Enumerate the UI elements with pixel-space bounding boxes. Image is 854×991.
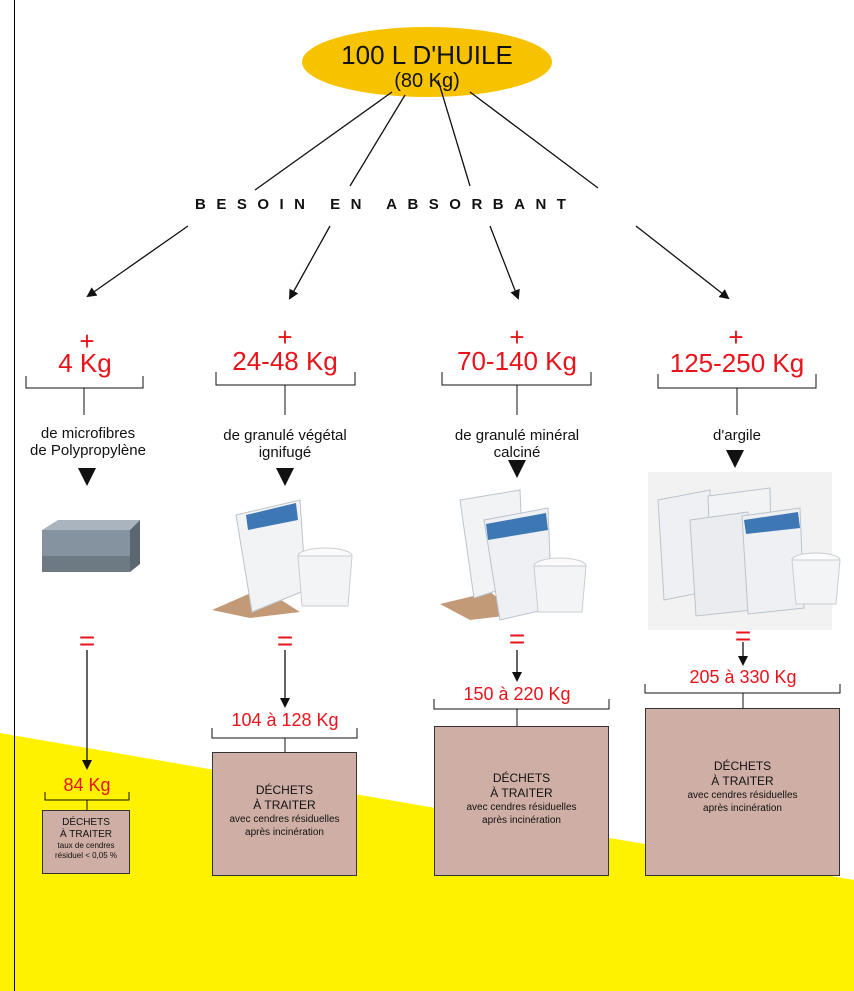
- box-title1: DÉCHETS: [713, 759, 772, 773]
- desc-col3-line1: de granulé minéral: [454, 427, 580, 444]
- equals-col1: =: [78, 625, 96, 656]
- waste-box-col2: DÉCHETS À TRAITER avec cendres résiduell…: [212, 752, 357, 876]
- left-border: [14, 0, 15, 991]
- desc-col2-line1: de granulé végétal: [223, 427, 347, 444]
- bracket-col2: [215, 372, 356, 415]
- arrow-col4: [635, 225, 730, 300]
- result-col3: 150 à 220 Kg: [463, 684, 571, 704]
- absorbent-bag-bucket-image: [212, 499, 353, 618]
- absorbent-bags-bucket-image: [440, 489, 587, 621]
- desc-col3-line2: calciné: [493, 444, 541, 461]
- amount-col2: 24-48 Kg: [232, 346, 338, 376]
- down-arrow-col3: [508, 460, 526, 478]
- box-title1: DÉCHETS: [62, 817, 110, 828]
- desc-col3: de granulé minéral calciné: [432, 427, 602, 461]
- title-ellipse: [302, 27, 552, 97]
- plus-col2: +: [277, 322, 293, 352]
- bracket-col1: [25, 376, 144, 415]
- title-line2: (80 Kg): [394, 70, 460, 92]
- waste-box-col1: DÉCHETS À TRAITER taux de cendres résidu…: [42, 810, 130, 874]
- down-arrow-col4: [726, 450, 744, 468]
- desc-col1-line1: de microfibres: [40, 425, 136, 442]
- bracket-col3: [441, 372, 592, 415]
- box-title2: À TRAITER: [253, 798, 316, 812]
- waste-box-col3: DÉCHETS À TRAITER avec cendres résiduell…: [434, 726, 609, 876]
- result-col4: 205 à 330 Kg: [689, 667, 797, 687]
- result-col2: 104 à 128 Kg: [231, 710, 339, 730]
- desc-col4: d'argile: [652, 427, 822, 444]
- plus-col4: +: [728, 322, 744, 352]
- bracket-col4: [657, 374, 817, 415]
- equals-col4: =: [734, 620, 752, 651]
- box-sub1: taux de cendres: [57, 841, 115, 850]
- box-sub2: après incinération: [703, 803, 782, 814]
- box-title2: À TRAITER: [711, 774, 774, 788]
- desc-col2-line2: ignifugé: [258, 444, 312, 461]
- box-title1: DÉCHETS: [255, 783, 314, 797]
- desc-col1: de microfibres de Polypropylène: [10, 425, 166, 459]
- amount-col4: 125-250 Kg: [669, 348, 805, 378]
- arrow-col2: [289, 225, 331, 300]
- box-title2: À TRAITER: [59, 829, 113, 840]
- box-sub1: avec cendres résiduelles: [229, 814, 340, 825]
- box-sub2: résiduel < 0,05 %: [54, 851, 118, 860]
- box-title1: DÉCHETS: [492, 771, 551, 785]
- title-line1: 100 L D'HUILE: [341, 40, 513, 70]
- box-sub1: avec cendres résiduelles: [466, 802, 577, 813]
- clay-bags-bucket-image: [648, 472, 841, 630]
- desc-col2: de granulé végétal ignifugé: [200, 427, 370, 461]
- arrow-col1: [86, 225, 189, 298]
- waste-box-col4: DÉCHETS À TRAITER avec cendres résiduell…: [645, 708, 840, 876]
- box-sub2: après incinération: [482, 815, 561, 826]
- box-sub2: après incinération: [245, 827, 324, 838]
- title: 100 L D'HUILE (80 Kg): [300, 28, 554, 100]
- amount-col3: 70-140 Kg: [457, 346, 577, 376]
- equals-col2: =: [276, 625, 294, 656]
- need-label: BESOIN EN ABSORBANT: [195, 196, 577, 213]
- plus-col3: +: [509, 322, 525, 352]
- plus-col1: +: [79, 326, 95, 356]
- down-arrow-col2: [276, 468, 294, 486]
- box-title2: À TRAITER: [490, 786, 553, 800]
- desc-col1-line2: de Polypropylène: [30, 442, 146, 459]
- down-arrow-col1: [78, 468, 96, 486]
- equals-col3: =: [508, 623, 526, 654]
- result-col1: 84 Kg: [63, 775, 111, 795]
- desc-col4-line1: d'argile: [713, 427, 761, 444]
- microfibre-pads-image: [42, 520, 140, 572]
- amount-col1: 4 Kg: [58, 348, 112, 378]
- arrow-col3: [489, 225, 520, 300]
- box-sub1: avec cendres résiduelles: [687, 790, 798, 801]
